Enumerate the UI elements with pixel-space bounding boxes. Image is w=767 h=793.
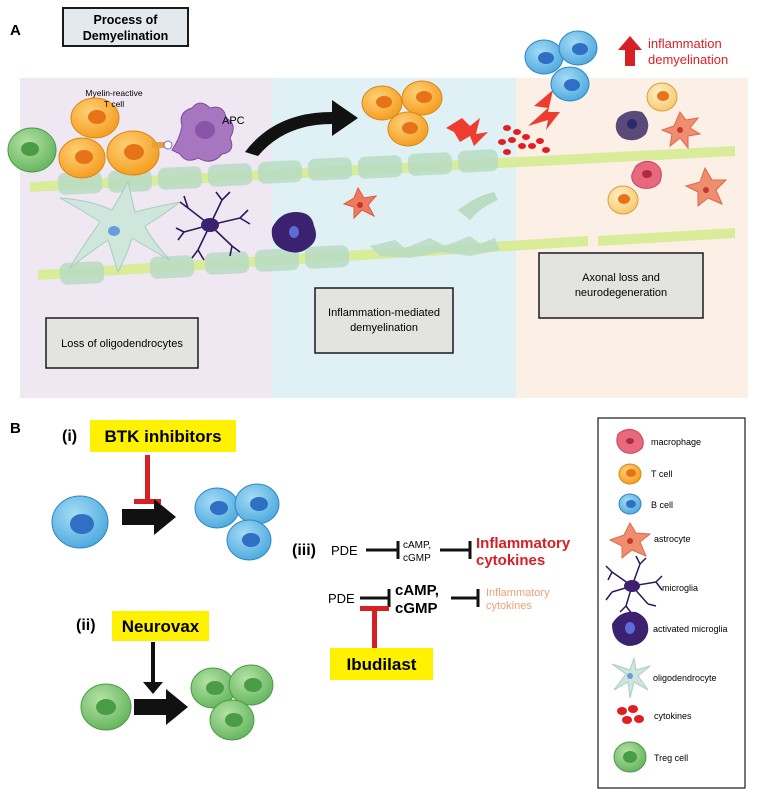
title-line-1: Process of (94, 13, 159, 27)
astrocyte-a (342, 186, 378, 220)
inflam-red-2: cytokines (476, 552, 545, 569)
cytokine-cluster (498, 125, 550, 155)
stage2-label-box: Inflammation-mediated demyelination (314, 287, 454, 354)
treg-cell-a (7, 127, 57, 173)
legend-activated-microglia-icon (612, 611, 649, 646)
inhibit-camp-top (440, 541, 472, 559)
stage2-label-line-2: demyelination (350, 322, 418, 334)
t-cells-stage1 (58, 97, 173, 179)
title-line-2: Demyelination (83, 29, 168, 43)
inflam-light-2: cytokines (486, 600, 532, 612)
btk-inhibitors-box: BTK inhibitors (90, 420, 236, 452)
legend-macrophage: macrophage (651, 437, 701, 447)
up-label-demyelination: demyelination (648, 52, 728, 67)
legend-treg-icon (613, 741, 647, 773)
arrow-i (122, 499, 176, 535)
legend-bcell: B cell (651, 500, 673, 510)
up-arrow-icon (618, 36, 642, 66)
pde-bottom: PDE (328, 591, 355, 606)
stage1-label-box: Loss of oligodendrocytes (45, 317, 199, 369)
b-cells-stage3 (524, 30, 598, 102)
pde-top: PDE (331, 543, 358, 558)
btk-inhibition-bar (134, 455, 161, 504)
microglia (175, 191, 251, 261)
activation-arrow (245, 100, 358, 156)
legend-treg: Treg cell (654, 753, 688, 763)
myelin-debris (458, 192, 498, 220)
inhibit-pde-bottom (360, 589, 391, 607)
camp-small-2: cGMP (403, 553, 431, 564)
camp-small-1: cAMP, (403, 540, 431, 551)
arrow-ii (134, 689, 188, 725)
myelin-axon-top (30, 146, 735, 195)
myelin-axon-bottom (38, 228, 735, 285)
label-iii: (iii) (292, 542, 316, 559)
camp-big-2: cGMP (395, 600, 438, 617)
macrophage-a (631, 160, 662, 189)
inhibit-camp-bottom (451, 589, 480, 607)
label-i: (i) (62, 428, 77, 445)
b-cells-proliferated (194, 483, 280, 561)
stage3-label-line-2: neurodegeneration (575, 287, 667, 299)
inhibit-pde-top (366, 541, 400, 559)
legend-cytokines: cytokines (654, 711, 692, 721)
legend-bcell-icon (618, 493, 642, 515)
t-cells-stage2 (361, 80, 443, 147)
inflam-red-1: Inflammatory (476, 535, 571, 552)
t-cell-stage3-top (646, 82, 678, 112)
legend-oligodendrocyte: oligodendrocyte (653, 673, 717, 683)
legend-cytokines-icon (617, 705, 644, 724)
legend-tcell-icon (618, 463, 642, 485)
legend-activated-microglia: activated microglia (653, 624, 728, 634)
ibudilast-box: Ibudilast (330, 648, 433, 680)
oligodendrocyte (59, 180, 181, 274)
legend-microglia: microglia (662, 583, 698, 593)
stage2-label-line-1: Inflammation-mediated (328, 307, 440, 319)
stage3-label-box: Axonal loss and neurodegeneration (538, 252, 704, 319)
ibudilast-label: Ibudilast (347, 655, 417, 674)
treg-single (80, 683, 132, 731)
inflam-light-1: Inflammatory (486, 587, 550, 599)
legend: macrophage T cell B cell astrocyte micro… (597, 417, 746, 789)
panel-b-letter: B (10, 420, 21, 437)
tcell-label-line-1: Myelin-reactive (85, 88, 142, 98)
stage1-label: Loss of oligodendrocytes (61, 338, 183, 350)
zigzag-arrows (446, 90, 560, 146)
legend-microglia-icon (605, 555, 663, 615)
stage3-label-line-1: Axonal loss and (582, 272, 660, 284)
up-label-inflammation: inflammation (648, 36, 722, 51)
apc-label: APC (222, 115, 245, 127)
btk-inhibitors-label: BTK inhibitors (104, 427, 221, 446)
astrocyte-c (684, 166, 728, 208)
treg-proliferated (190, 664, 274, 741)
activated-microglia-b (615, 110, 649, 141)
legend-oligodendrocyte-icon (611, 657, 651, 699)
label-ii: (ii) (76, 617, 96, 634)
neurovax-stim-arrow (143, 642, 163, 694)
legend-astrocyte-icon (608, 521, 652, 560)
ibudilast-inhibition-bar (360, 606, 389, 650)
legend-astrocyte: astrocyte (654, 534, 691, 544)
apc-cell (171, 102, 234, 162)
panel-a-letter: A (10, 22, 21, 39)
legend-tcell: T cell (651, 469, 672, 479)
t-cell-stage3-bottom (607, 185, 639, 215)
astrocyte-b (660, 111, 702, 150)
neurovax-label: Neurovax (122, 617, 200, 636)
activated-microglia-a (271, 212, 316, 253)
legend-macrophage-icon (616, 428, 644, 454)
tcell-label-line-2: T cell (104, 99, 124, 109)
title-box: Process of Demyelination (62, 7, 189, 47)
neurovax-box: Neurovax (112, 611, 209, 641)
b-cell-single (51, 495, 109, 549)
camp-big-1: cAMP, (395, 582, 439, 599)
